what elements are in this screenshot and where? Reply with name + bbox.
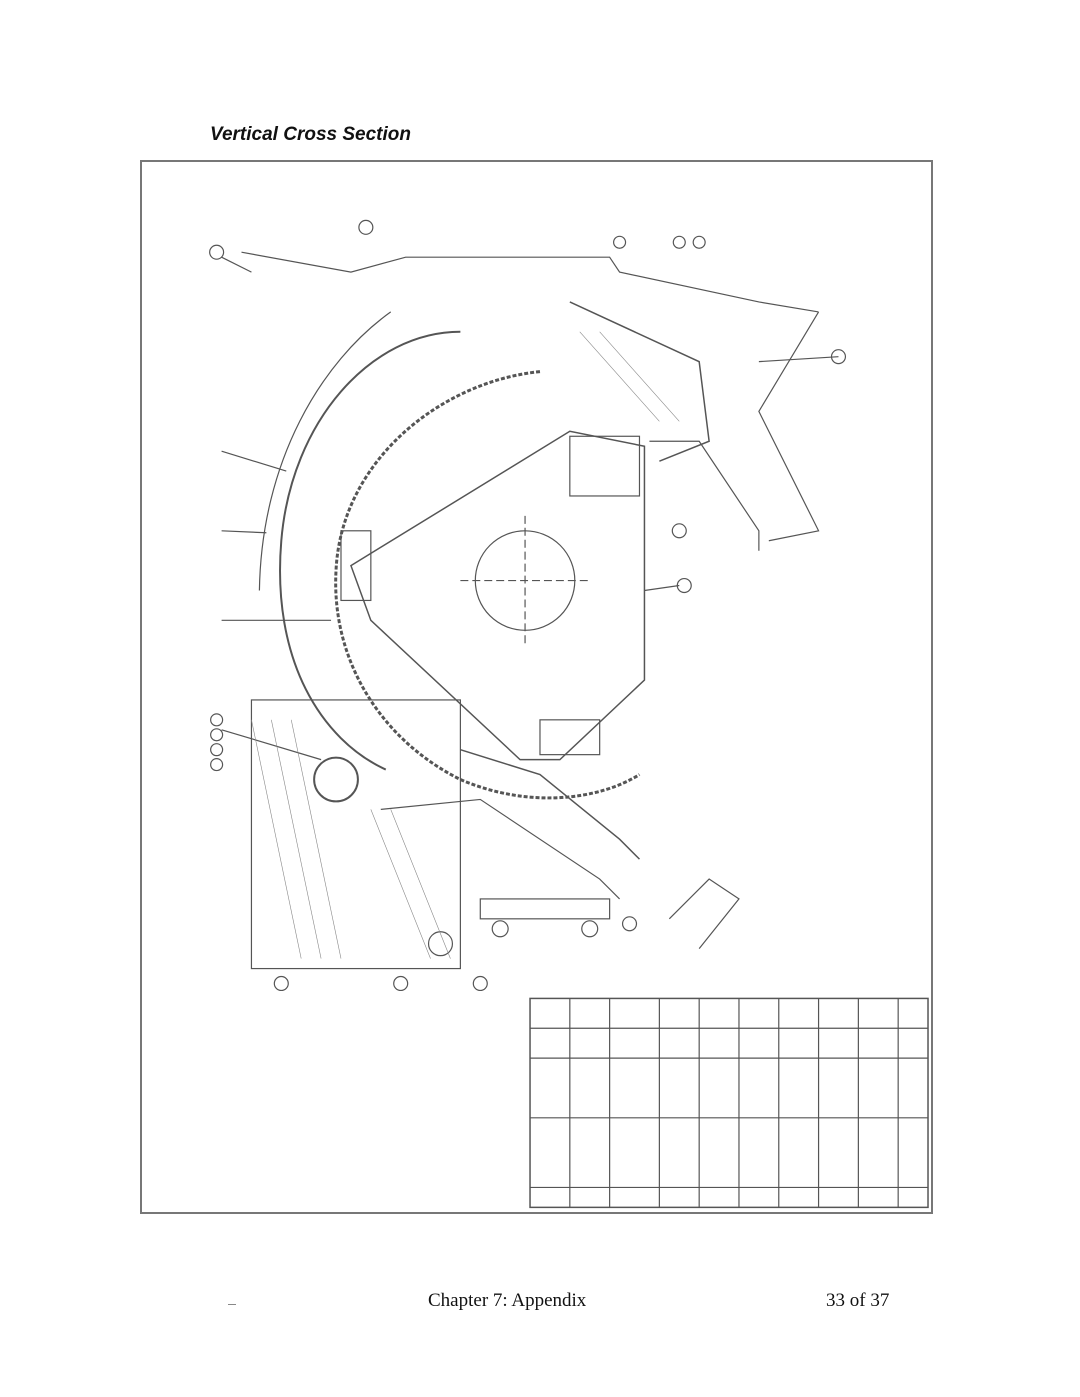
- lower-wedge: [380, 798, 621, 900]
- callout-circle: [210, 713, 224, 727]
- outer-arc: [258, 311, 392, 591]
- callout-circle: [672, 235, 686, 249]
- footer-chapter: Chapter 7: Appendix: [428, 1290, 587, 1311]
- callout-circle: [671, 523, 687, 539]
- leader-3: [221, 530, 267, 534]
- callout-circle: [209, 244, 225, 260]
- callout-circle: [692, 235, 706, 249]
- leader-6: [758, 356, 839, 363]
- leader-5: [221, 729, 322, 761]
- callout-circle: [676, 577, 692, 594]
- callout-circle: [273, 975, 289, 992]
- rotor-body: [350, 430, 646, 761]
- callout-circle: [621, 916, 638, 932]
- casing-top-outline: [241, 251, 819, 313]
- base-plate: [479, 898, 611, 920]
- footer-page-number: 33 of 37: [826, 1290, 890, 1311]
- hammer-block-upper: [569, 435, 641, 497]
- pivot-pin: [313, 756, 359, 803]
- callout-circle: [210, 743, 224, 757]
- lower-pin: [427, 931, 454, 957]
- callout-circle: [830, 349, 847, 365]
- housing-arc: [279, 330, 461, 771]
- callout-circle: [613, 235, 627, 249]
- callout-circle: [393, 975, 409, 992]
- bolt-right: [581, 920, 599, 938]
- section-heading: Vertical Cross Section: [210, 124, 411, 145]
- breaker-plate-upper: [569, 301, 710, 462]
- leader-1: [221, 256, 252, 273]
- bolt-left: [491, 920, 509, 938]
- callout-circle: [210, 758, 224, 772]
- breaker-plate-lower: [460, 748, 641, 860]
- liner-arc: [334, 370, 641, 800]
- lower-frame: [250, 699, 461, 970]
- drawing-frame: [140, 160, 933, 1214]
- hammer-block-left: [340, 530, 372, 602]
- hammer-block-lower: [539, 719, 601, 756]
- discharge-arm: [668, 878, 740, 950]
- cross-section-drawing: [209, 219, 929, 1209]
- callout-circle: [358, 219, 374, 235]
- callout-circle: [210, 728, 224, 742]
- casing-right-outline: [758, 311, 820, 542]
- leader-2: [221, 450, 287, 472]
- callout-circle: [472, 975, 488, 992]
- footer-mark: [228, 1304, 236, 1305]
- breaker-plate-right: [649, 440, 760, 551]
- leader-7: [644, 584, 680, 592]
- parts-list-table: [529, 997, 929, 1209]
